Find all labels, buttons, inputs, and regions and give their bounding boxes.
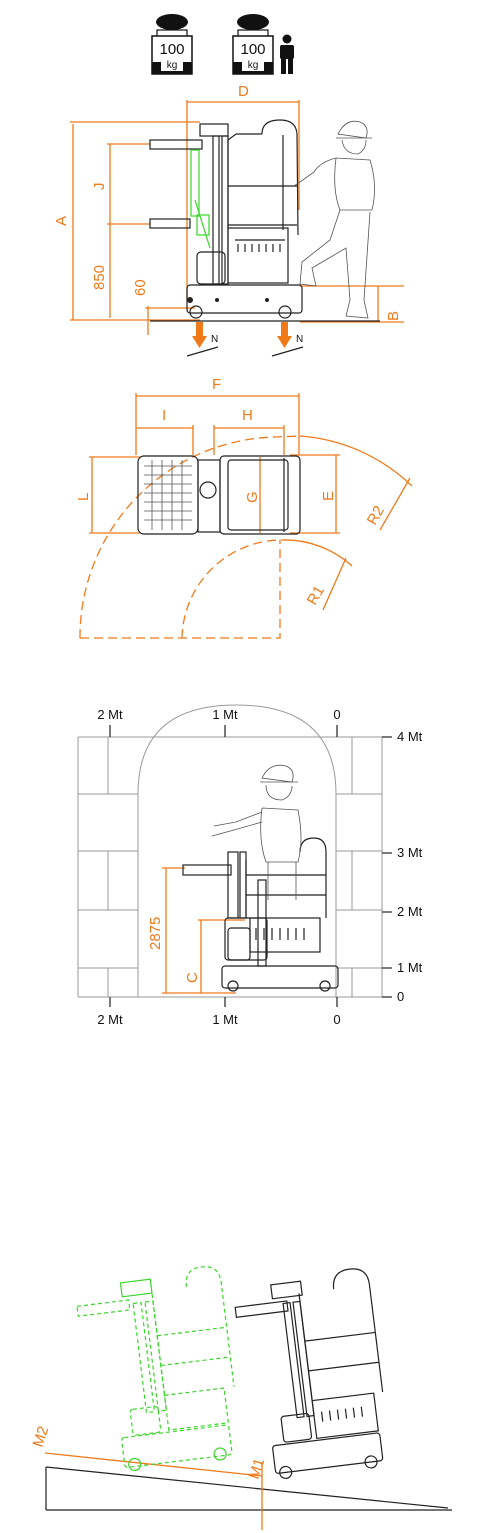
dim-g: G <box>244 491 261 503</box>
working-range: 2 Mt 1 Mt 0 2 Mt 1 Mt 0 4 Mt 3 Mt 2 Mt 1… <box>77 704 423 1027</box>
dim-i: I <box>162 407 166 424</box>
load-unit-2: kg <box>248 60 259 71</box>
radius-r2: R2 <box>364 503 388 528</box>
load-value: 100 <box>159 41 184 58</box>
slope-view: M2 M1 <box>30 1266 452 1530</box>
x-top-label-2m: 2 Mt <box>97 707 123 722</box>
dim-h: H <box>242 407 253 424</box>
person-icon <box>280 34 294 74</box>
x-bottom-label-2m: 2 Mt <box>97 1012 123 1027</box>
side-view: D A J 850 60 B <box>53 83 404 357</box>
top-view: F I H L G E R1 R2 <box>75 376 413 639</box>
operator-figure-elevated <box>211 764 302 900</box>
dim-j: J <box>91 183 108 191</box>
force-arrow-front: N <box>186 322 218 357</box>
force-n-front: N <box>211 334 218 345</box>
dim-a: A <box>53 216 70 226</box>
force-n-rear: N <box>296 334 303 345</box>
x-bottom-label-1m: 1 Mt <box>212 1012 238 1027</box>
load-value-2: 100 <box>240 41 265 58</box>
load-100kg-with-operator-icon: 100 kg <box>232 14 294 75</box>
label-m1: M1 <box>246 1456 269 1481</box>
y-label-4m: 4 Mt <box>397 729 423 744</box>
dim-e: E <box>320 491 337 501</box>
x-bottom-label-0: 0 <box>333 1012 340 1027</box>
load-unit: kg <box>167 60 178 71</box>
dim-f: F <box>212 376 221 393</box>
load-100kg-icon: 100 kg <box>151 14 193 75</box>
dim-c: C <box>184 972 201 983</box>
label-m2: M2 <box>30 1424 53 1449</box>
y-label-2m: 2 Mt <box>397 904 423 919</box>
y-label-3m: 3 Mt <box>397 845 423 860</box>
y-label-0: 0 <box>397 989 404 1004</box>
dim-850: 850 <box>91 265 108 290</box>
x-top-label-1m: 1 Mt <box>212 707 238 722</box>
dim-2875: 2875 <box>147 917 164 950</box>
dim-b: B <box>385 311 402 321</box>
operator-figure <box>293 120 375 319</box>
dim-l: L <box>75 493 92 501</box>
radius-r1: R1 <box>304 583 328 608</box>
x-top-label-0: 0 <box>333 707 340 722</box>
force-arrow-rear: N <box>271 322 303 357</box>
dim-d: D <box>238 83 249 100</box>
dim-60: 60 <box>132 279 149 296</box>
y-label-1m: 1 Mt <box>397 960 423 975</box>
